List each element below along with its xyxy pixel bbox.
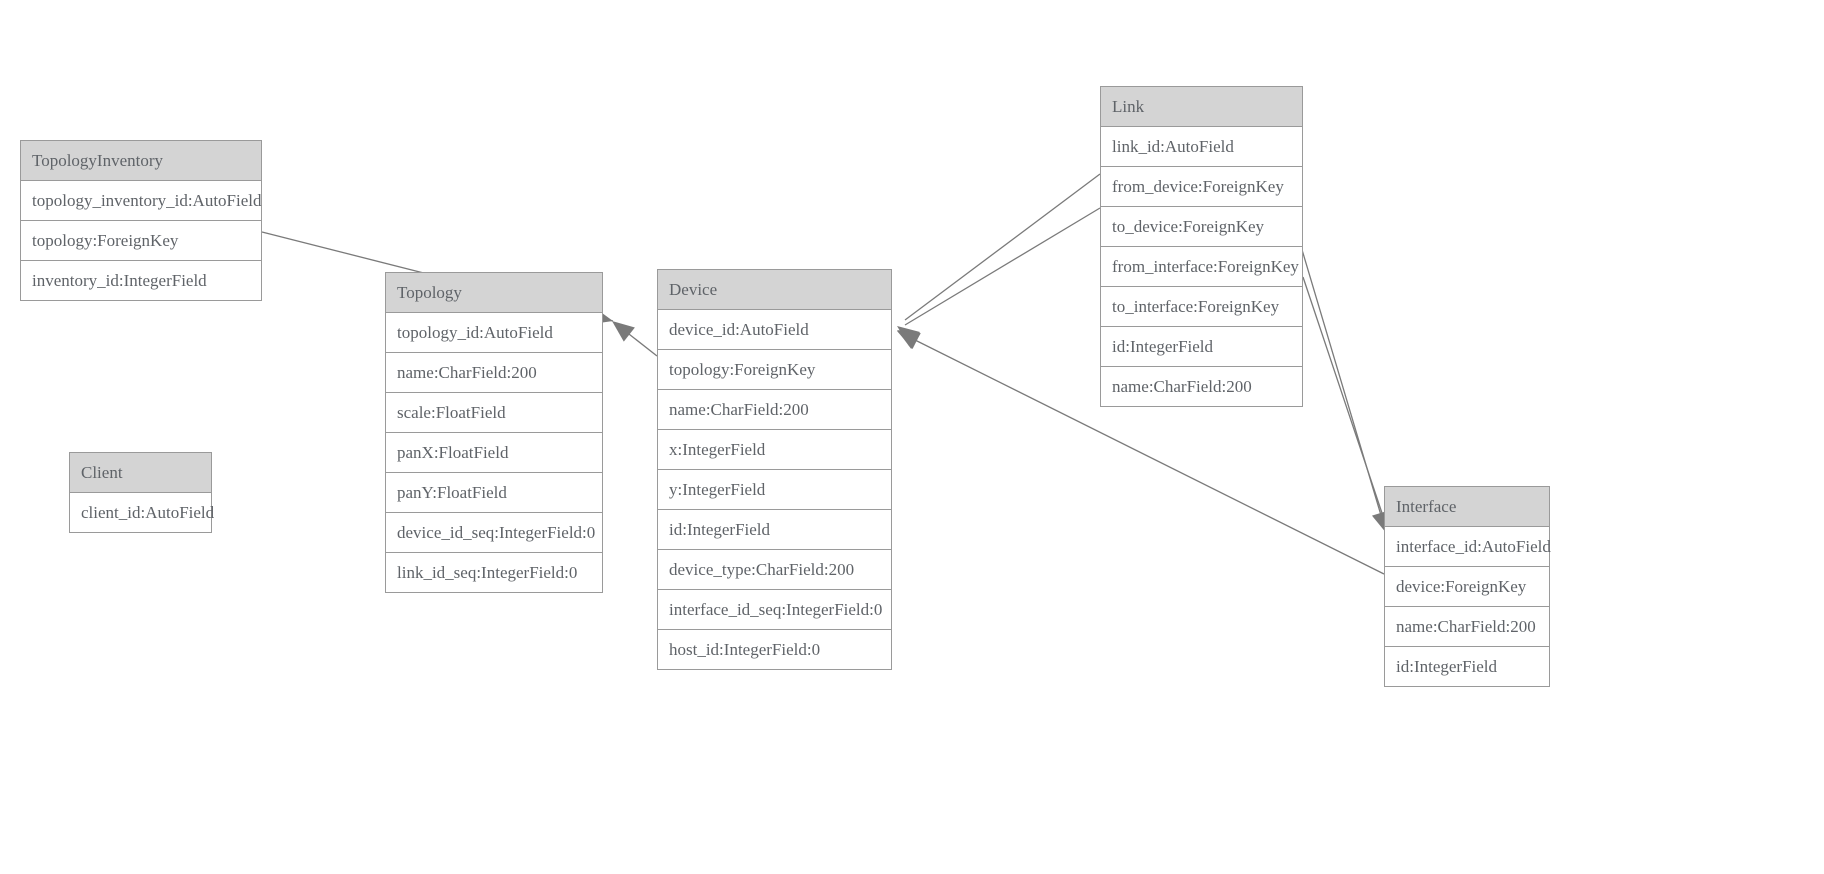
entity-field[interactable]: y:IntegerField — [658, 470, 891, 510]
entity-field[interactable]: to_device:ForeignKey — [1101, 207, 1302, 247]
relationship-line — [904, 207, 1101, 326]
relationship-line — [904, 173, 1101, 321]
entity-title: Client — [70, 453, 211, 493]
entity-field[interactable]: inventory_id:IntegerField — [21, 261, 261, 300]
entity-field[interactable]: from_interface:ForeignKey — [1101, 247, 1302, 287]
entity-field[interactable]: name:CharField:200 — [386, 353, 602, 393]
entity-field[interactable]: panX:FloatField — [386, 433, 602, 473]
entity-field[interactable]: client_id:AutoField — [70, 493, 214, 532]
entity-field[interactable]: device_type:CharField:200 — [658, 550, 891, 590]
entity-title: Interface — [1385, 487, 1549, 527]
entity-field[interactable]: id:IntegerField — [1385, 647, 1549, 686]
entity-field[interactable]: host_id:IntegerField:0 — [658, 630, 891, 669]
entity-field[interactable]: scale:FloatField — [386, 393, 602, 433]
entity-title: Topology — [386, 273, 602, 313]
entity-field[interactable]: device:ForeignKey — [1385, 567, 1549, 607]
entity-field[interactable]: to_interface:ForeignKey — [1101, 287, 1302, 327]
entity-field[interactable]: interface_id_seq:IntegerField:0 — [658, 590, 891, 630]
relationship-rel-link-from-device — [897, 173, 1101, 347]
relationship-rel-link-to-device — [897, 207, 1101, 350]
entity-field[interactable]: id:IntegerField — [658, 510, 891, 550]
entity-title: Link — [1101, 87, 1302, 127]
entity-field[interactable]: topology_inventory_id:AutoField — [21, 181, 262, 221]
entity-field[interactable]: name:CharField:200 — [1385, 607, 1549, 647]
relationship-line — [1299, 242, 1384, 523]
relationship-arrowhead — [897, 326, 920, 347]
entity-field[interactable]: x:IntegerField — [658, 430, 891, 470]
entity-field[interactable]: topology_id:AutoField — [386, 313, 602, 353]
entity-field[interactable]: topology:ForeignKey — [658, 350, 891, 390]
entity-field[interactable]: name:CharField:200 — [1101, 367, 1302, 406]
entity-field[interactable]: device_id_seq:IntegerField:0 — [386, 513, 602, 553]
entity-field[interactable]: interface_id:AutoField — [1385, 527, 1551, 567]
relationship-rel-device-topology — [612, 321, 658, 357]
entity-field[interactable]: link_id_seq:IntegerField:0 — [386, 553, 602, 592]
relationship-line — [1302, 276, 1387, 526]
relationship-arrowhead — [897, 330, 921, 350]
entity-title: TopologyInventory — [21, 141, 261, 181]
relationship-line — [619, 326, 658, 357]
entity-field[interactable]: from_device:ForeignKey — [1101, 167, 1302, 207]
relationship-arrowhead — [612, 321, 635, 342]
relationship-arrowhead — [897, 331, 921, 350]
entity-field[interactable]: link_id:AutoField — [1101, 127, 1302, 167]
entity-field[interactable]: id:IntegerField — [1101, 327, 1302, 367]
entity-field[interactable]: name:CharField:200 — [658, 390, 891, 430]
entity-title: Device — [658, 270, 891, 310]
relationship-rel-link-from-interface — [1299, 242, 1390, 534]
entity-field[interactable]: topology:ForeignKey — [21, 221, 261, 261]
entity-field[interactable]: panY:FloatField — [386, 473, 602, 513]
entity-field[interactable]: device_id:AutoField — [658, 310, 891, 350]
